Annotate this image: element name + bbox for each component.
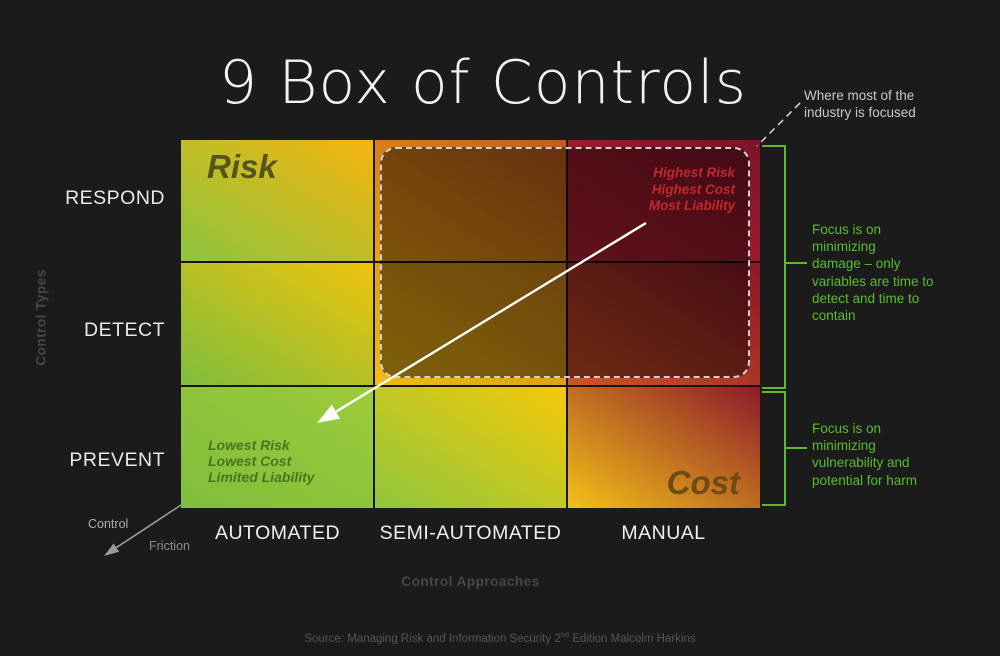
focus-damage-note: Focus is on minimizing damage – only var… <box>812 221 972 324</box>
focus-damage-line: damage – only <box>812 256 901 272</box>
industry-focus-line: Where most of the <box>804 88 915 103</box>
col-label-automated: AUTOMATED <box>214 522 341 544</box>
cell-prevent-automated: Lowest Risk Lowest Cost Limited Liabilit… <box>181 386 373 508</box>
focus-vulnerability-line: potential for harm <box>812 472 918 488</box>
source-text-suffix: Edition Malcolm Harkins <box>569 632 696 645</box>
focus-vulnerability-bracket <box>762 391 807 506</box>
source-credit: Source: Managing Risk and Information Se… <box>0 630 1000 645</box>
y-axis-label: Control Types <box>33 269 49 366</box>
lowest-risk-line: Lowest Cost <box>208 452 292 469</box>
page-title: 9 Box of Controls <box>218 48 748 118</box>
x-axis-label: Control Approaches <box>401 574 540 589</box>
control-label: Control <box>88 517 129 531</box>
risk-corner-label: Risk <box>207 148 277 185</box>
source-text: Source: Managing Risk and Information Se… <box>304 632 561 645</box>
lowest-risk-line: Lowest Risk <box>208 436 290 453</box>
focus-vulnerability-line: minimizing <box>812 438 876 454</box>
cell-respond-automated: Risk <box>181 140 373 262</box>
highest-risk-note: Highest Risk Highest Cost Most Liability <box>649 165 735 215</box>
focus-vulnerability-note: Focus is on minimizing vulnerability and… <box>812 420 972 489</box>
cell-prevent-manual: Cost <box>568 386 760 508</box>
col-label-manual: MANUAL <box>621 522 706 544</box>
focus-damage-line: detect and time to <box>812 290 920 306</box>
row-label-respond: RESPOND <box>65 187 165 209</box>
highest-risk-line: Highest Risk <box>653 165 735 180</box>
row-label-prevent: PREVENT <box>69 449 165 471</box>
cost-corner-label: Cost <box>666 464 740 501</box>
friction-label: Friction <box>149 539 190 553</box>
focus-damage-bracket <box>762 145 807 389</box>
industry-focus-note: Where most of the industry is focused <box>804 88 916 121</box>
control-friction-arrowhead-icon <box>104 543 120 556</box>
focus-damage-line: Focus is on <box>812 222 882 237</box>
lowest-risk-line: Limited Liability <box>208 468 315 485</box>
industry-focus-line: industry is focused <box>804 104 916 120</box>
source-superscript: nd <box>560 630 570 639</box>
focus-vulnerability-line: vulnerability and <box>812 455 910 471</box>
focus-damage-line: minimizing <box>812 239 876 255</box>
col-label-semi-automated: SEMI-AUTOMATED <box>379 522 562 544</box>
focus-damage-line: variables are time to <box>812 273 934 289</box>
cell-detect-automated <box>181 263 373 385</box>
focus-vulnerability-line: Focus is on <box>812 421 882 436</box>
industry-focus-region: Highest Risk Highest Cost Most Liability <box>380 147 750 378</box>
focus-damage-line: contain <box>812 308 856 324</box>
highest-risk-line: Most Liability <box>648 198 735 213</box>
row-label-detect: DETECT <box>84 319 165 341</box>
lowest-risk-note: Lowest Risk Lowest Cost Limited Liabilit… <box>208 437 315 485</box>
highest-risk-line: Highest Cost <box>651 181 735 197</box>
cell-prevent-semi-automated <box>374 386 567 508</box>
matrix-grid: Risk Lowest Risk Lowest Cost Limited Lia… <box>181 140 760 508</box>
